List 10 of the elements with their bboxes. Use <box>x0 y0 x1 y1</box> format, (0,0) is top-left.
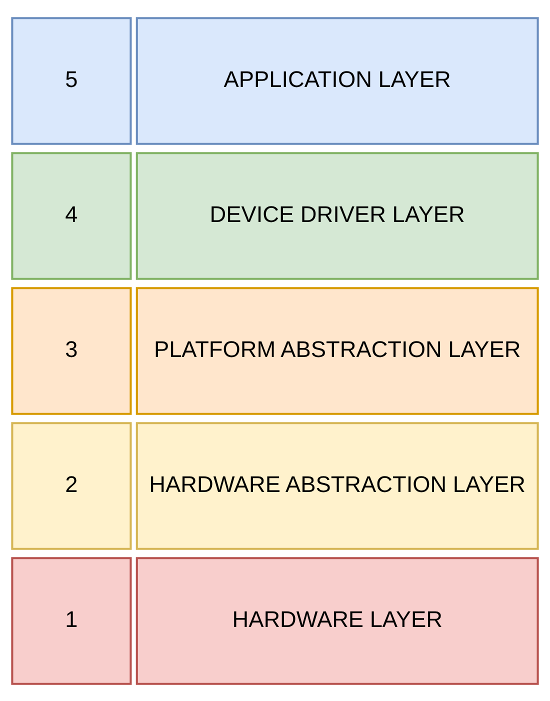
node-box: 5 <box>11 16 132 144</box>
node-box: 3 <box>11 286 132 414</box>
node-box: APPLICATION LAYER <box>136 16 539 144</box>
node-box: 2 <box>11 422 132 550</box>
node-box: 1 <box>11 556 132 684</box>
node-box: HARDWARE LAYER <box>136 556 539 684</box>
node-box: 4 <box>11 152 132 280</box>
node-box: DEVICE DRIVER LAYER <box>136 152 539 280</box>
node-box: PLATFORM ABSTRACTION LAYER <box>136 286 539 414</box>
node-box: HARDWARE ABSTRACTION LAYER <box>136 422 539 550</box>
